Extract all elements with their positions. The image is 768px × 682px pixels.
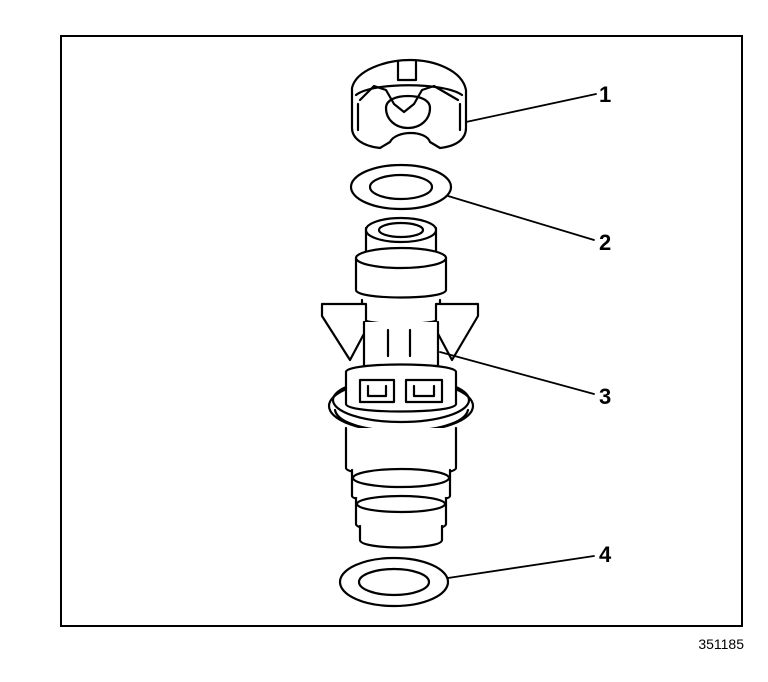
retainer-clip [350,58,468,150]
leader-lines [439,93,597,579]
figure-number: 351185 [698,636,744,652]
lower-o-ring [338,556,450,608]
callout-4: 4 [599,542,612,567]
callout-1: 1 [599,82,612,107]
fuel-injector [320,216,480,549]
callout-2: 2 [599,230,612,255]
callout-3: 3 [599,384,612,409]
upper-o-ring [349,163,453,211]
